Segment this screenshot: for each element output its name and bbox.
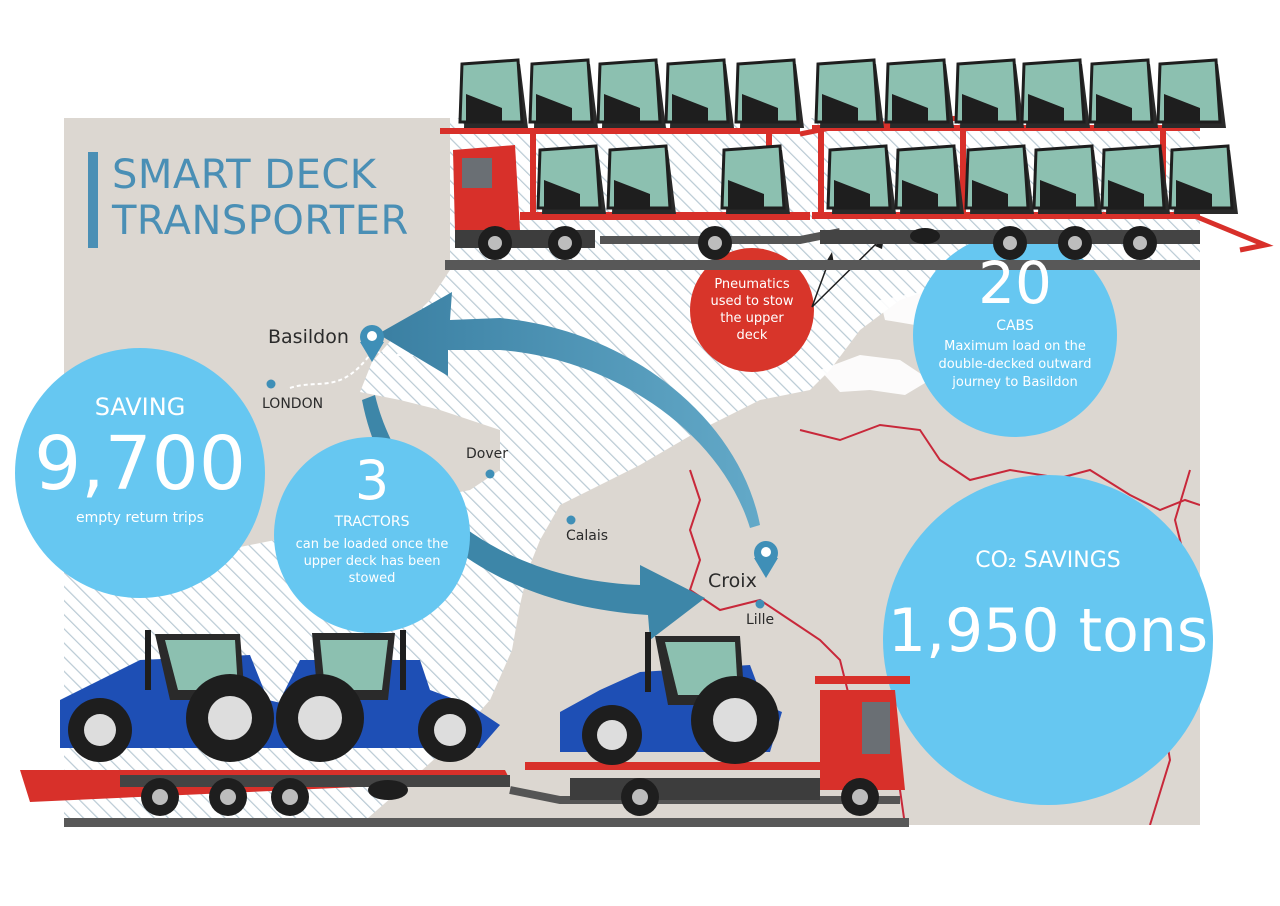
curved-arrow-icon [378,292,760,528]
tractors-caption-line: can be loaded once the [295,537,449,552]
cabs-circle [913,233,1117,437]
cab-icon [954,58,1024,128]
co2-heading: CO₂ SAVINGS [975,548,1121,573]
saving-value: 9,700 [34,421,246,507]
location-pin-icon [360,325,384,362]
saving-stat: SAVING 9,700 empty return trips [15,392,265,528]
tractors-caption: can be loaded once the upper deck has be… [282,536,462,587]
location-pin-icon [754,541,778,578]
place-lille: Lille [746,612,775,628]
cab-icon [606,144,676,214]
tractors-caption-line: stowed [348,571,396,586]
tractor-icon [560,632,782,765]
truck-icon [20,676,910,827]
page-title: SMART DECK TRANSPORTER [112,152,409,244]
road [445,260,1200,270]
place-london: LONDON [262,396,324,412]
cab-icon [734,58,804,128]
pneumatics-line: the upper [720,311,784,326]
tractors-circle [274,437,470,633]
place-croix: Croix [708,570,757,592]
pneumatics-line: deck [736,328,768,343]
cab-icon [720,144,790,214]
pneumatics-line: used to stow [710,294,794,309]
title-line-2: TRANSPORTER [112,198,409,244]
title-accent-bar [88,152,98,248]
cabs-unit: CABS [996,318,1034,334]
cabs-caption-line: Maximum load on the [944,339,1086,354]
tractors-caption-line: upper deck has been [303,554,441,569]
cab-icon [596,58,666,128]
place-calais: Calais [566,528,609,544]
tractors-unit: TRACTORS [334,514,410,530]
city-dot-icon [266,379,276,389]
saving-caption: empty return trips [76,510,204,526]
tractor-icon [60,630,290,762]
cab-icon [1100,144,1170,214]
cab-icon [964,144,1034,214]
place-dover: Dover [466,446,508,462]
pneumatics-line: Pneumatics [714,277,790,292]
cab-icon [1088,58,1158,128]
tractors-stat: 3 TRACTORS can be loaded once the upper … [282,450,462,587]
city-dot-icon [566,515,576,525]
cab-icon [1032,144,1102,214]
pneumatics-callout [690,248,814,372]
cabs-caption-line: double-decked outward [938,357,1092,372]
cabs-stat: 20 CABS Maximum load on the double-decke… [925,250,1105,392]
cabs-caption-line: journey to Basildon [952,375,1078,390]
cab-icon [826,144,896,214]
tractors-value: 3 [354,449,390,512]
title-line-1: SMART DECK [112,152,377,198]
cab-icon [884,58,954,128]
saving-circle [15,348,265,598]
border-line [799,423,1200,512]
cab-icon [1168,144,1238,214]
cab-icon [458,58,528,128]
cab-icon [1156,58,1226,128]
road [64,818,909,827]
co2-stat: CO₂ SAVINGS 1,950 tons [883,545,1213,671]
place-basildon: Basildon [268,326,349,348]
cab-icon [528,58,598,128]
pneumatics-text: Pneumatics used to stow the upper deck [702,276,802,344]
saving-heading: SAVING [94,393,186,421]
tractor-icon [276,630,500,762]
cab-icon [536,144,606,214]
co2-circle [883,475,1213,805]
cab-icon [814,58,884,128]
co2-value: 1,950 tons [887,596,1209,666]
city-dot-icon [755,599,765,609]
cab-icon [1020,58,1090,128]
cab-icon [894,144,964,214]
cabs-value: 20 [978,249,1052,317]
city-dot-icon [485,469,495,479]
cab-icon [664,58,734,128]
cab-group [458,58,1238,214]
cabs-caption: Maximum load on the double-decked outwar… [925,338,1105,392]
